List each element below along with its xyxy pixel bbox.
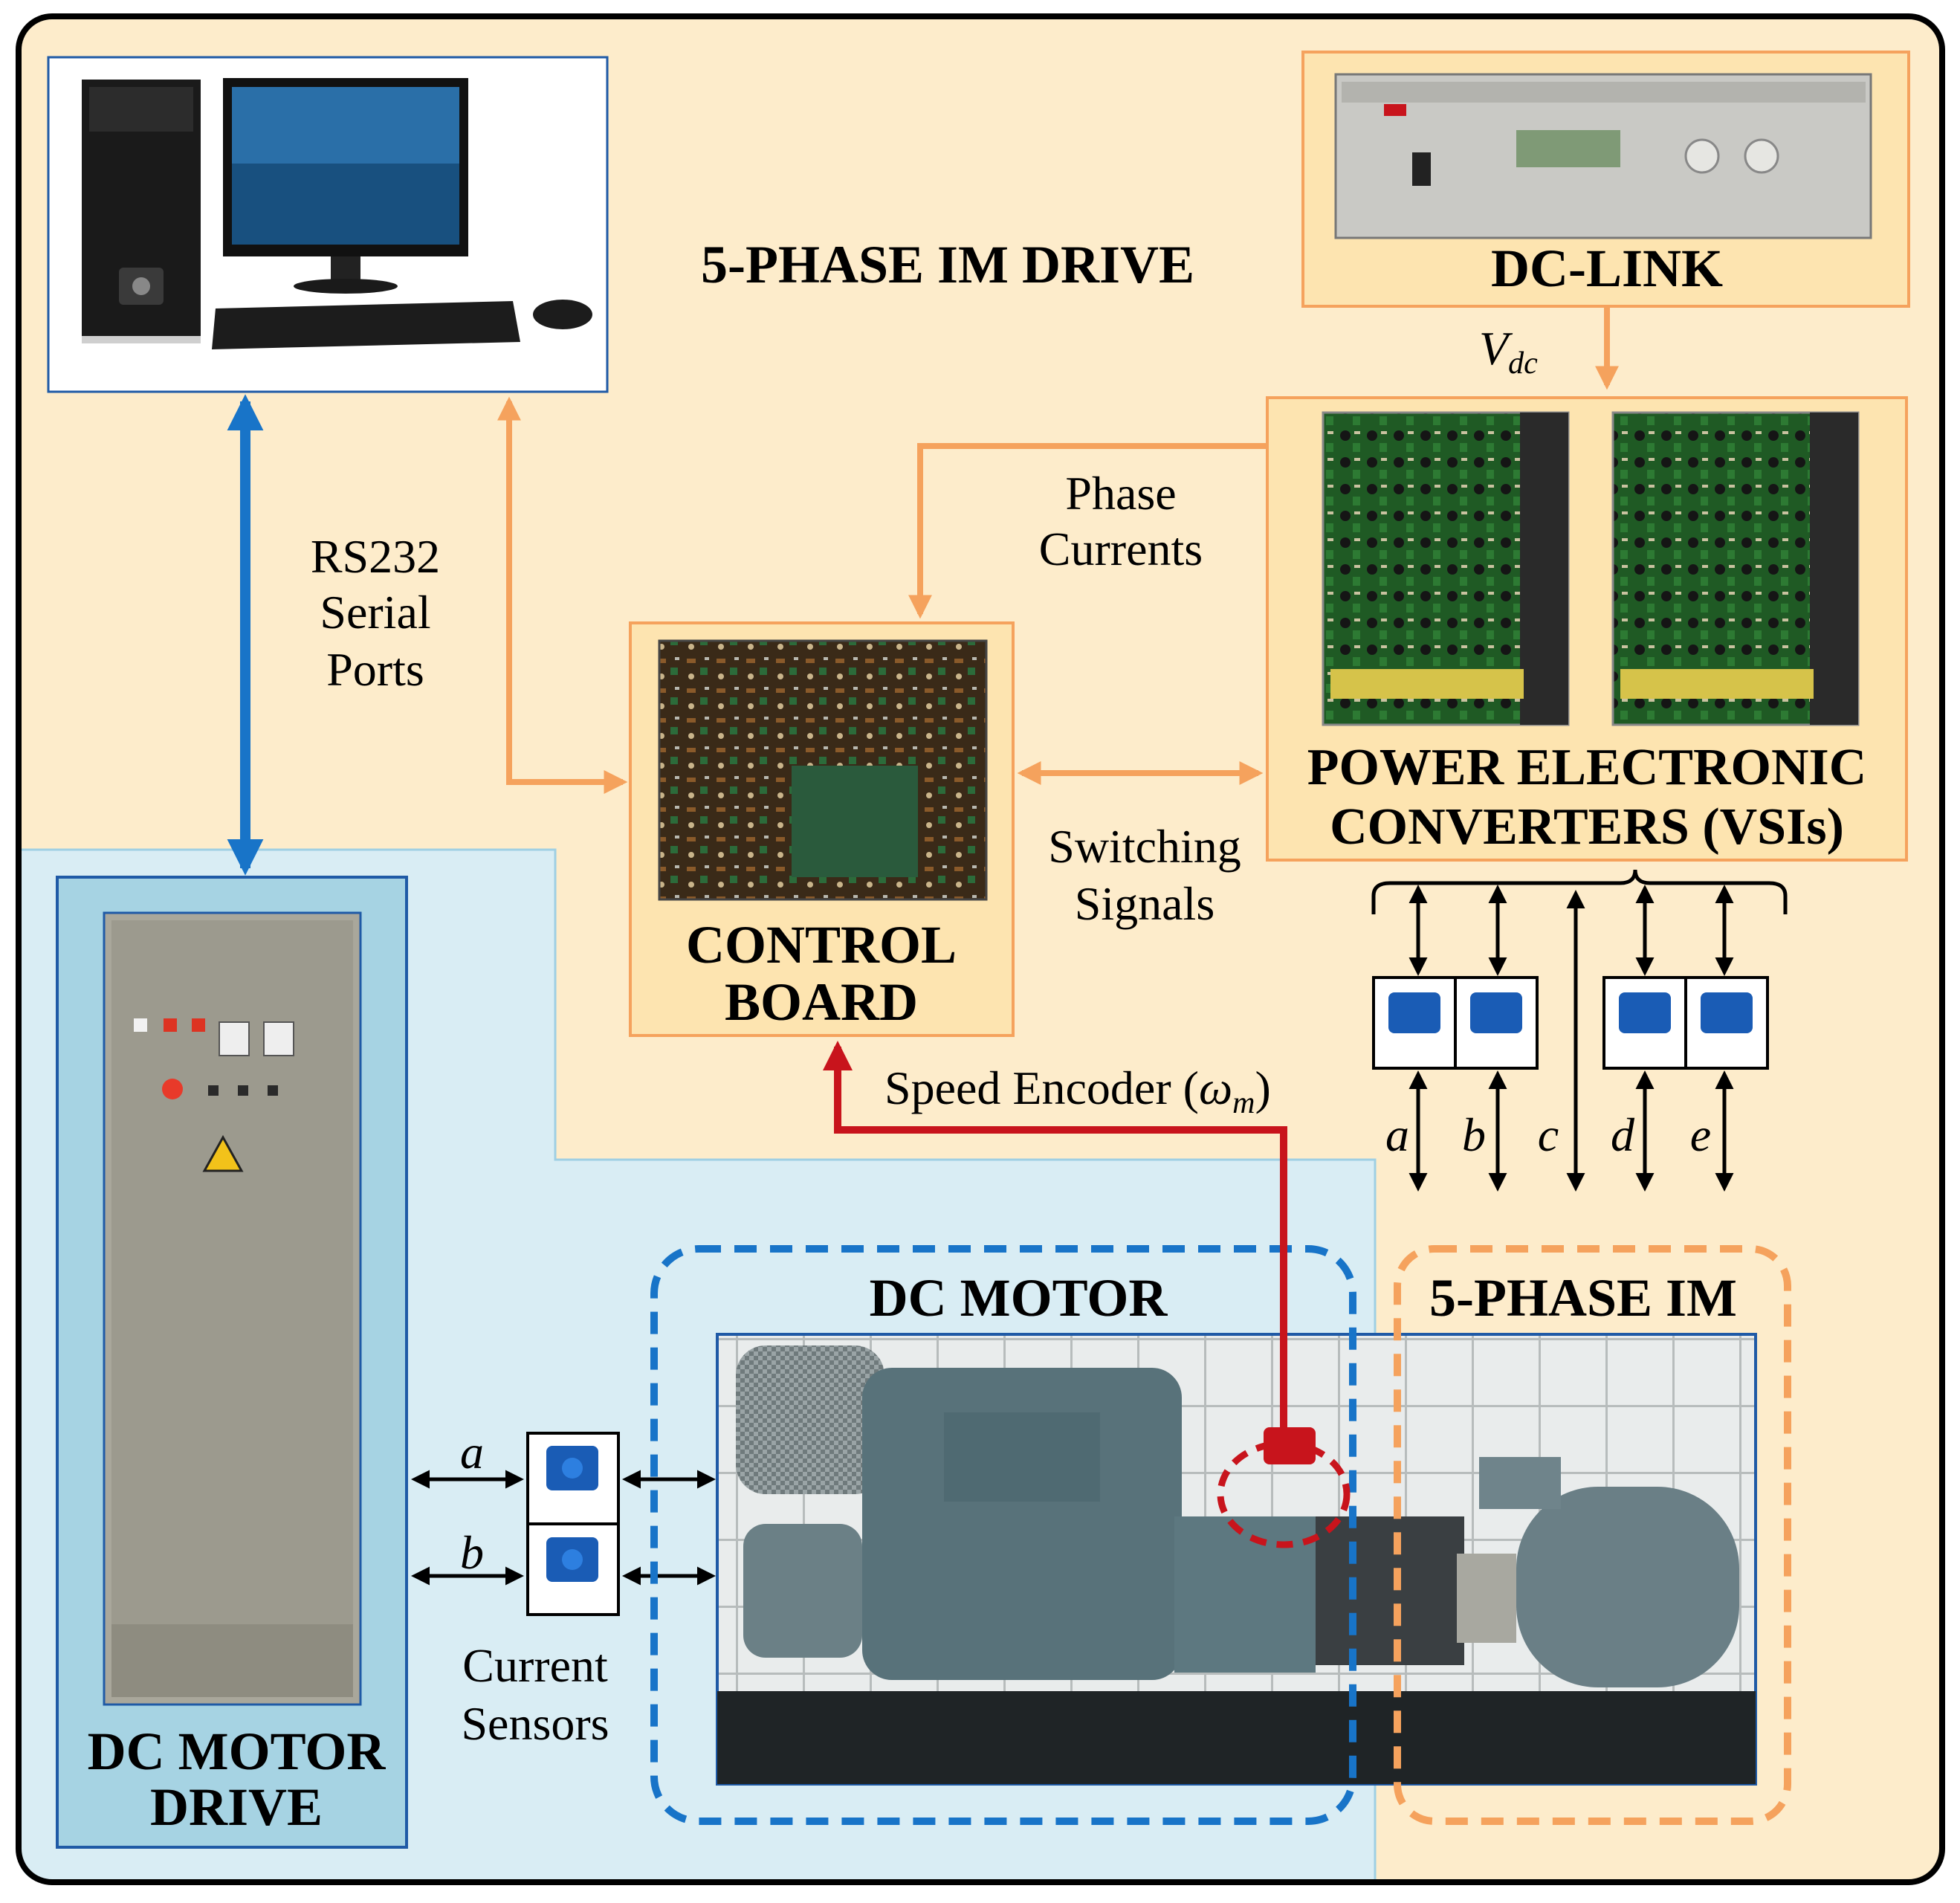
vdc-label: Vdc [1479,322,1538,381]
control-board-block: CONTROL BOARD [629,621,1015,1037]
phase-a-label: a [1385,1108,1409,1161]
dc-motor-label: DC MOTOR [870,1268,1168,1328]
power-converters-block: POWER ELECTRONIC CONVERTERS (VSIs) [1266,396,1908,862]
rs232-label-line2: Serial [320,586,430,639]
control-board-label-line1: CONTROL [686,915,957,975]
phase-c-label: c [1538,1108,1559,1161]
phase-currents-label-line2: Currents [1039,523,1203,575]
pc-image [47,56,609,393]
dc-link-label: DC-LINK [1491,239,1723,298]
phase-e-label: e [1690,1108,1711,1161]
power-converters-label-line1: POWER ELECTRONIC [1307,739,1867,796]
dc-link-block: DC-LINK [1301,51,1910,308]
control-board-label-line2: BOARD [725,972,918,1032]
phase-current-sensors [1372,976,1769,1070]
dc-motor-outline [650,1245,1356,1825]
outer-frame [16,13,1945,1885]
phase-currents-arrow [908,443,1267,619]
phase-b-label: b [1462,1108,1486,1161]
dc-motor-drive-label-line2: DRIVE [150,1777,323,1837]
switching-signals-label-line1: Switching [1048,820,1241,873]
phase-currents-label-line1: Phase [1065,467,1176,520]
current-sensors-label-line1: Current [462,1639,608,1692]
speed-encoder-arrow [823,1041,1287,1444]
phase-d-label: d [1611,1108,1635,1161]
motor-bench-image [716,1333,1757,1786]
diagram-title: 5-PHASE IM DRIVE [701,235,1194,294]
pc-control-board-link [497,396,628,794]
phase-brace [1371,869,1788,914]
current-sensors-label-line2: Sensors [461,1697,609,1750]
dc-current-sensors [526,1432,620,1616]
switching-signals-label-line2: Signals [1075,877,1215,930]
speed-encoder-label: Speed Encoder (ωm) [884,1062,1271,1120]
five-phase-im-label: 5-PHASE IM [1429,1268,1737,1328]
dc-phase-a-label: a [460,1426,484,1479]
rs232-label-line3: Ports [326,643,424,696]
power-converters-label-line2: CONVERTERS (VSIs) [1330,798,1844,856]
five-phase-im-outline [1394,1245,1791,1825]
rs232-label-line1: RS232 [311,530,440,583]
dc-motor-drive-label-line1: DC MOTOR [88,1722,386,1781]
dc-motor-drive-block: DC MOTOR DRIVE [56,876,408,1849]
dc-phase-b-label: b [460,1526,484,1579]
